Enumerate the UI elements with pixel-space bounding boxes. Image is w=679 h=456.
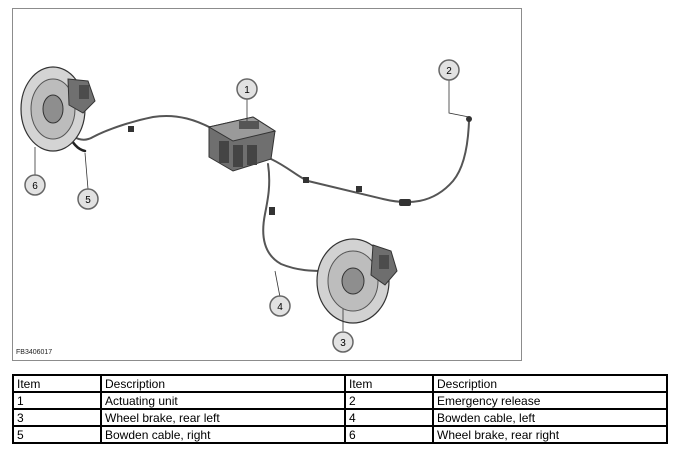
callout-4: 4 [269,295,291,317]
header-item: Item [344,374,434,393]
svg-text:1: 1 [244,85,250,96]
svg-text:3: 3 [340,338,346,349]
svg-text:2: 2 [446,66,452,77]
cell-item: 3 [12,408,102,427]
bowden-cable-right [62,115,214,141]
header-item: Item [12,374,102,393]
cable-clip [399,199,411,206]
cell-item: 1 [12,391,102,410]
cell-item: 2 [344,391,434,410]
callout-5: 5 [77,188,99,210]
svg-text:6: 6 [32,181,38,192]
cable-clip [128,126,134,132]
cell-description: Actuating unit [100,391,346,410]
callout-leaders [34,79,470,331]
header-description: Description [432,374,668,393]
bowden-cable-left [262,163,326,272]
cable-clips [128,116,472,215]
parking-brake-diagram: 1 2 3 4 5 6 FB3406017 [12,8,522,361]
table-row: 5 Bowden cable, right 6 Wheel brake, rea… [12,425,668,444]
cell-description: Wheel brake, rear left [100,408,346,427]
callouts: 1 2 3 4 5 6 [24,59,460,353]
cell-description: Wheel brake, rear right [432,425,668,444]
table-row: 3 Wheel brake, rear left 4 Bowden cable,… [12,408,668,427]
parts-table: Item Description Item Description 1 Actu… [12,374,668,444]
figure-code: FB3406017 [16,349,53,356]
emergency-release-cable [270,120,470,204]
wheel-brake-rear-left [316,238,398,324]
callout-3: 3 [332,331,354,353]
svg-text:4: 4 [277,302,283,313]
wheel-brake-rear-right [20,66,96,152]
cell-description: Emergency release [432,391,668,410]
cable-clip [269,207,275,215]
actuating-unit [207,116,277,172]
callout-1: 1 [236,78,258,100]
callout-6: 6 [24,174,46,196]
cable-clip [303,177,309,183]
header-description: Description [100,374,346,393]
callout-2: 2 [438,59,460,81]
cable-clip [356,186,362,192]
table-header-row: Item Description Item Description [12,374,668,393]
diagram-drawing: 1 2 3 4 5 6 [20,59,472,353]
svg-text:5: 5 [85,195,91,206]
cell-item: 6 [344,425,434,444]
cell-item: 5 [12,425,102,444]
emergency-release-handle [466,116,472,122]
cell-description: Bowden cable, right [100,425,346,444]
cell-description: Bowden cable, left [432,408,668,427]
cell-item: 4 [344,408,434,427]
table-row: 1 Actuating unit 2 Emergency release [12,391,668,410]
